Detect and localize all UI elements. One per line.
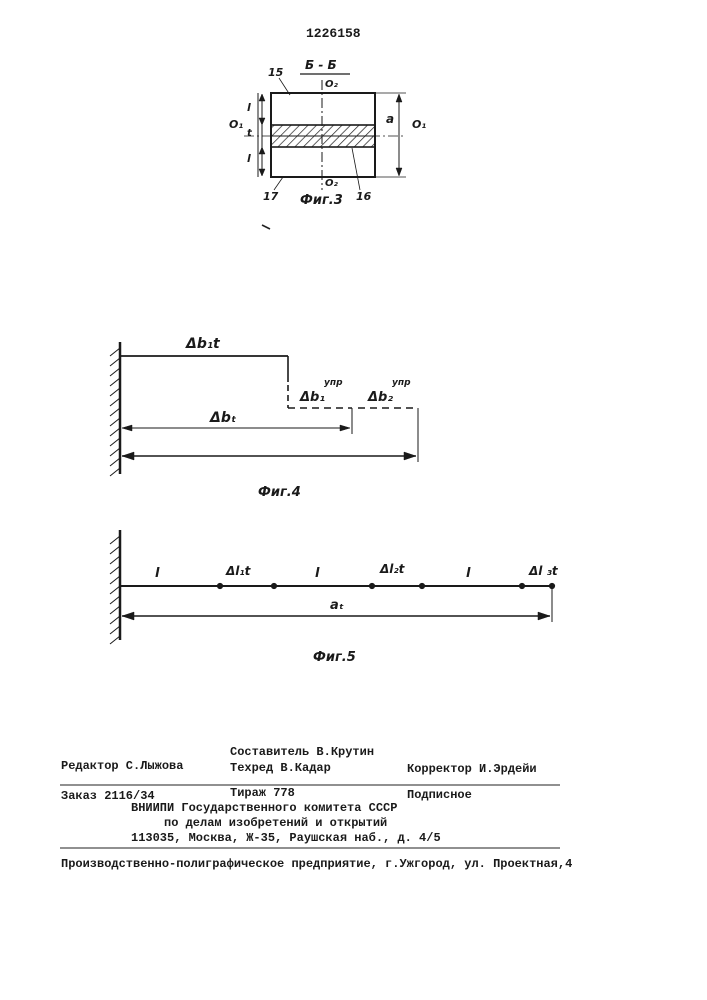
fig5-label-dl1t: Δl₁t: [226, 564, 250, 578]
imprint-org-line1: ВНИИПИ Государственного комитета СССР: [131, 801, 397, 815]
fig3-dim-l-bottom: l: [247, 152, 251, 165]
imprint-editor: Редактор С.Лыжова: [61, 759, 183, 773]
fig3-axis-o2-bottom: O₂: [325, 178, 338, 189]
imprint-circulation: Тираж 778: [230, 786, 295, 800]
imprint-corrector: Корректор И.Эрдейи: [407, 762, 537, 776]
fig4-arrow-total-left: [122, 452, 134, 460]
fig3-axis-o1-right: O₁: [412, 118, 426, 131]
fig3-arrow-l-mid: [259, 118, 265, 125]
fig3-leader-17: [274, 177, 283, 190]
fig4-label-db1t: Δb₁t: [186, 336, 220, 352]
stray-mark: [262, 225, 270, 229]
fig3-arrow-a-top: [396, 94, 402, 102]
fig5-label-dl2t: Δl₂t: [380, 562, 404, 576]
fig4-label-db2-sup: упр: [392, 378, 411, 388]
fig4-caption: Фиг.4: [258, 485, 301, 500]
fig5-node-3: [369, 583, 374, 588]
fig4-drawing: [110, 342, 418, 476]
fig3-arrow-l2-top: [259, 147, 265, 154]
fig3-dim-a: a: [386, 112, 394, 126]
fig3-part-16: 16: [356, 190, 371, 203]
fig4-arrow-dbt-left: [122, 425, 132, 431]
fig3-dim-t: t: [247, 128, 252, 139]
fig5-caption: Фиг.5: [313, 650, 356, 665]
imprint-org-line2: по делам изобретений и открытий: [164, 816, 387, 830]
fig5-label-at: aₜ: [330, 598, 344, 613]
fig5-node-1: [217, 583, 222, 588]
fig3-arrow-l-top: [259, 94, 265, 101]
fig3-section-label: Б - Б: [305, 58, 337, 72]
fig5-label-l3: l: [466, 566, 470, 581]
fig5-node-2: [271, 583, 276, 588]
fig3-arrow-a-bottom: [396, 168, 402, 176]
imprint-techred: Техред В.Кадар: [230, 761, 331, 775]
fig3-drawing: [244, 74, 406, 190]
fig5-arrow-at-left: [122, 612, 134, 620]
fig4-wall-hatch: [110, 348, 120, 476]
fig4-arrow-total-right: [404, 452, 416, 460]
fig5-wall-hatch: [110, 536, 120, 644]
fig3-part-17: 17: [263, 190, 278, 203]
imprint-subscription: Подписное: [407, 788, 472, 802]
fig4-label-db1: Δb₁: [300, 390, 325, 405]
fig3-dim-l-top: l: [247, 101, 251, 114]
fig5-arrow-at-right: [538, 612, 550, 620]
fig5-label-dl3t: Δl ₃t: [529, 564, 558, 578]
fig5-label-l1: l: [155, 566, 159, 581]
imprint-composer: Составитель В.Крутин: [230, 745, 374, 759]
fig5-drawing: [110, 530, 555, 644]
fig4-label-db1-sup: упр: [324, 378, 343, 388]
fig5-node-5: [519, 583, 524, 588]
fig3-axis-o1-left: O₁: [229, 118, 243, 131]
fig4-label-db2: Δb₂: [368, 390, 393, 405]
fig4-label-dbt: Δbₜ: [210, 410, 236, 426]
fig3-caption: Фиг.3: [300, 193, 343, 208]
imprint-org-line3: 113035, Москва, Ж-35, Раушская наб., д. …: [131, 831, 441, 845]
fig3-axis-o2-top: O₂: [325, 79, 338, 90]
fig5-label-l2: l: [315, 566, 319, 581]
imprint-printer: Производственно-полиграфическое предприя…: [61, 857, 572, 871]
fig5-node-4: [419, 583, 424, 588]
fig3-arrow-l2-bottom: [259, 169, 265, 176]
fig3-part-15: 15: [268, 66, 283, 79]
fig3-leader-16: [352, 148, 360, 190]
fig4-arrow-dbt-right: [340, 425, 350, 431]
